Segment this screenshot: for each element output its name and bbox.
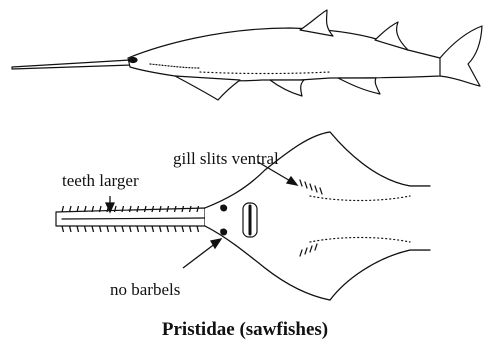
rostral-tooth (197, 226, 199, 232)
rostral-tooth (145, 226, 147, 232)
rostral-tooth (182, 226, 184, 232)
rostral-tooth (70, 226, 72, 232)
arrow-barbels (183, 239, 221, 268)
side-caudal-fin (440, 26, 482, 86)
rostral-tooth (107, 226, 109, 232)
rostral-tooth (85, 226, 87, 232)
side-view-sawfish (12, 10, 482, 100)
rostral-tooth (160, 226, 162, 232)
side-rear-ventral-fin (338, 78, 380, 94)
rostral-tooth (152, 226, 154, 232)
label-teeth: teeth larger (62, 172, 139, 189)
side-rostrum (12, 60, 132, 69)
rostral-tooth (190, 226, 192, 232)
rostral-tooth (167, 226, 169, 232)
ventral-nostril-lower (221, 229, 227, 235)
rostral-tooth (175, 226, 177, 232)
rostral-tooth (130, 226, 132, 232)
label-gill-slits: gill slits ventral (173, 150, 279, 167)
rostral-tooth (122, 226, 124, 232)
rostral-tooth (62, 226, 64, 232)
label-barbels: no barbels (110, 281, 180, 298)
side-body (128, 28, 468, 81)
rostral-tooth (62, 206, 64, 212)
rostral-tooth (92, 226, 94, 232)
rostral-tooth (115, 226, 117, 232)
side-pelvic-fin (270, 80, 304, 96)
side-pectoral-fin (175, 76, 240, 100)
figure-caption: Pristidae (sawfishes) (0, 320, 490, 339)
side-eye (129, 58, 137, 63)
rostral-tooth (137, 226, 139, 232)
rostral-tooth (100, 226, 102, 232)
rostral-tooth (77, 226, 79, 232)
ventral-nostril-upper (221, 205, 227, 211)
